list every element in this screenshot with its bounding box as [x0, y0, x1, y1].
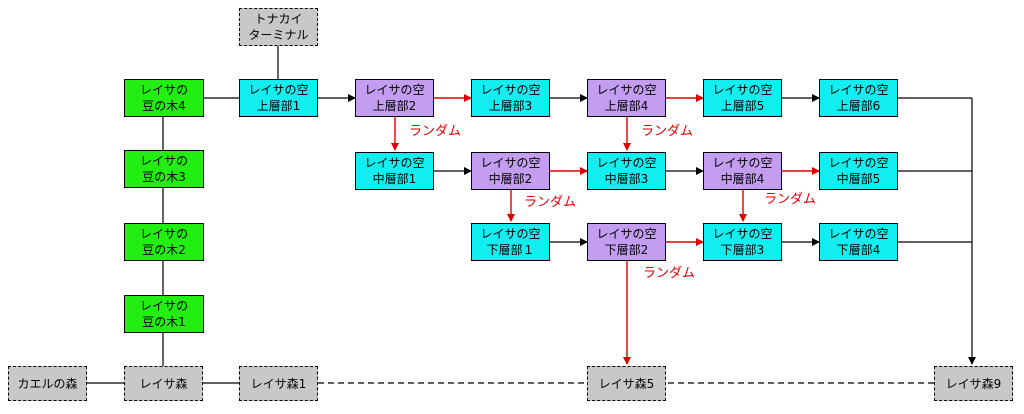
node-label: トナカイ	[254, 12, 303, 26]
node-label: 中層部1	[372, 172, 417, 186]
node-label: レイサ森5	[598, 376, 655, 391]
node-bean-tree-2: レイサの 豆の木2	[124, 223, 204, 261]
node-sky-middle-5: レイサの空 中層部5	[819, 152, 898, 190]
node-label: レイサの空	[712, 227, 773, 241]
node-sky-middle-1: レイサの空 中層部1	[355, 152, 434, 190]
node-label: 下層部4	[836, 243, 881, 257]
node-label: 豆の木3	[142, 170, 186, 184]
node-reisa-forest-1: レイサ森1	[239, 366, 318, 401]
node-label: 下層部１	[486, 243, 535, 257]
node-bean-tree-4: レイサの 豆の木4	[124, 79, 204, 117]
node-label: レイサの	[139, 227, 188, 241]
node-label: レイサの空	[364, 83, 425, 97]
node-label: レイサの空	[480, 156, 541, 170]
node-label: 下層部3	[720, 243, 765, 257]
node-label: 豆の木4	[142, 99, 186, 113]
random-label: ランダム	[643, 266, 696, 281]
node-kaeru-forest: カエルの森	[8, 366, 87, 401]
node-label: ターミナル	[248, 28, 309, 42]
node-label: 上層部5	[720, 99, 765, 113]
node-label: 中層部2	[488, 172, 533, 186]
node-label: レイサ森9	[945, 376, 1002, 391]
node-reisa-forest-9: レイサ森9	[934, 366, 1013, 401]
node-sky-middle-3: レイサの空 中層部3	[587, 152, 666, 190]
node-label: 中層部4	[720, 172, 765, 186]
node-label: レイサの空	[596, 227, 657, 241]
node-label: 上層部3	[488, 99, 533, 113]
node-bean-tree-3: レイサの 豆の木3	[124, 150, 204, 188]
node-sky-middle-4: レイサの空 中層部4	[703, 152, 782, 190]
random-label: ランダム	[764, 192, 817, 207]
node-label: レイサの	[139, 299, 188, 313]
random-label: ランダム	[409, 124, 462, 139]
node-label: レイサの空	[828, 227, 889, 241]
node-sky-upper-5: レイサの空 上層部5	[703, 79, 782, 117]
node-label: 上層部1	[256, 99, 301, 113]
node-label: レイサの空	[828, 83, 889, 97]
node-label: レイサ森	[139, 376, 188, 391]
node-label: 豆の木1	[142, 315, 186, 329]
node-label: 中層部3	[604, 172, 649, 186]
node-sky-lower-3: レイサの空 下層部3	[703, 223, 782, 261]
node-label: 上層部2	[372, 99, 417, 113]
node-label: レイサの空	[364, 156, 425, 170]
node-sky-upper-1: レイサの空 上層部1	[239, 79, 318, 117]
node-sky-lower-2: レイサの空 下層部2	[587, 223, 666, 261]
node-sky-upper-4: レイサの空 上層部4	[587, 79, 666, 117]
node-label: レイサの	[139, 154, 188, 168]
node-label: 中層部5	[836, 172, 881, 186]
node-reisa-forest: レイサ森	[124, 366, 203, 401]
node-sky-upper-2: レイサの空 上層部2	[355, 79, 434, 117]
node-label: カエルの森	[17, 376, 78, 391]
node-reisa-forest-5: レイサ森5	[587, 366, 666, 401]
node-label: 豆の木2	[142, 243, 186, 257]
node-label: レイサの空	[480, 83, 541, 97]
node-label: レイサの空	[828, 156, 889, 170]
node-label: レイサの空	[596, 83, 657, 97]
node-label: レイサの空	[248, 83, 309, 97]
random-label: ランダム	[524, 195, 577, 210]
node-label: レイサの空	[712, 83, 773, 97]
node-sky-lower-1: レイサの空 下層部１	[471, 223, 550, 261]
node-sky-upper-3: レイサの空 上層部3	[471, 79, 550, 117]
node-bean-tree-1: レイサの 豆の木1	[124, 295, 204, 333]
node-tonakai-terminal: トナカイ ターミナル	[239, 8, 318, 46]
node-label: 上層部6	[836, 99, 881, 113]
node-sky-middle-2: レイサの空 中層部2	[471, 152, 550, 190]
node-label: レイサの空	[596, 156, 657, 170]
node-label: レイサの空	[712, 156, 773, 170]
node-sky-lower-4: レイサの空 下層部4	[819, 223, 898, 261]
node-sky-upper-6: レイサの空 上層部6	[819, 79, 898, 117]
node-label: 上層部4	[604, 99, 649, 113]
node-label: レイサの	[139, 83, 188, 97]
node-label: レイサ森1	[250, 376, 307, 391]
node-label: 下層部2	[604, 243, 649, 257]
node-label: レイサの空	[480, 227, 541, 241]
random-label: ランダム	[641, 124, 694, 139]
